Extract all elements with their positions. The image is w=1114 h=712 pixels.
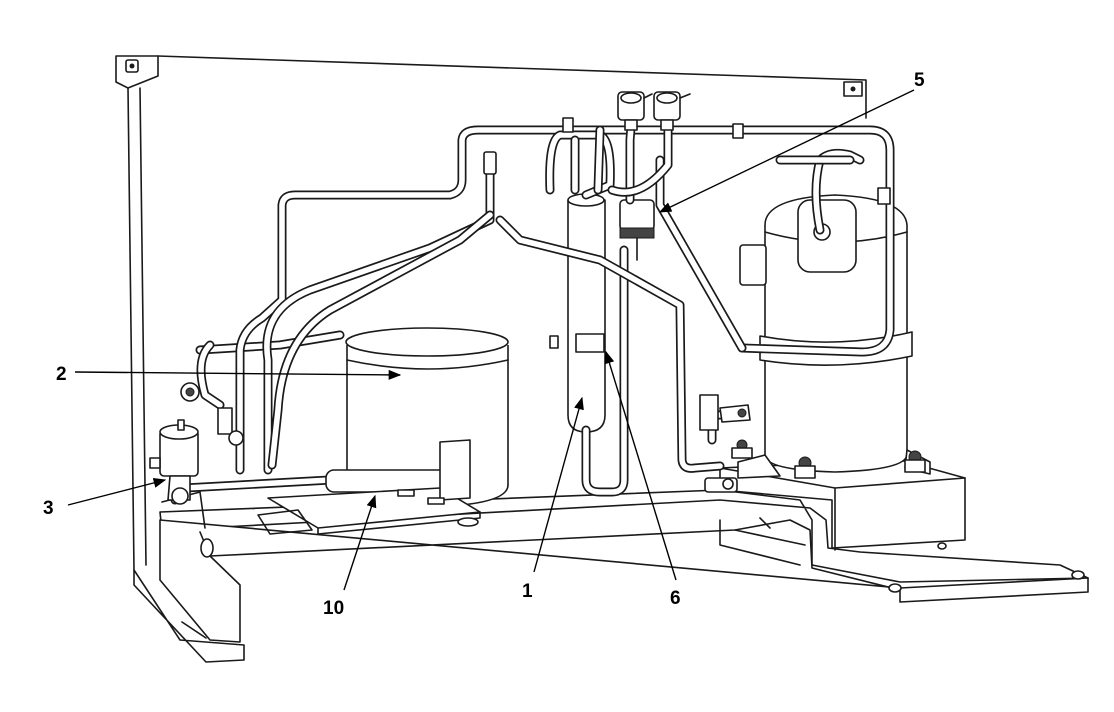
callout-3: 3 bbox=[43, 498, 54, 519]
leader-3 bbox=[67, 477, 167, 506]
filter-drier bbox=[549, 193, 629, 497]
service-fitting bbox=[704, 477, 738, 493]
hand-valves bbox=[180, 382, 751, 446]
leader-6 bbox=[604, 350, 677, 581]
compressor bbox=[731, 194, 931, 479]
liquid-line-solenoid bbox=[149, 419, 199, 505]
back-panel bbox=[115, 55, 867, 663]
compressor-bolts bbox=[731, 439, 926, 479]
leader-5 bbox=[658, 89, 915, 213]
pressure-fitting bbox=[619, 199, 655, 261]
callout-1: 1 bbox=[522, 581, 533, 602]
callout-10: 10 bbox=[323, 598, 344, 619]
callout-5: 5 bbox=[914, 70, 925, 91]
leader-2 bbox=[74, 369, 402, 380]
leader-10 bbox=[343, 494, 377, 591]
solenoid-valves bbox=[617, 91, 691, 131]
leader-1 bbox=[533, 396, 584, 573]
callout-6: 6 bbox=[670, 588, 681, 609]
callouts: 1 2 3 5 6 10 bbox=[43, 70, 925, 619]
callout-2: 2 bbox=[56, 364, 67, 385]
